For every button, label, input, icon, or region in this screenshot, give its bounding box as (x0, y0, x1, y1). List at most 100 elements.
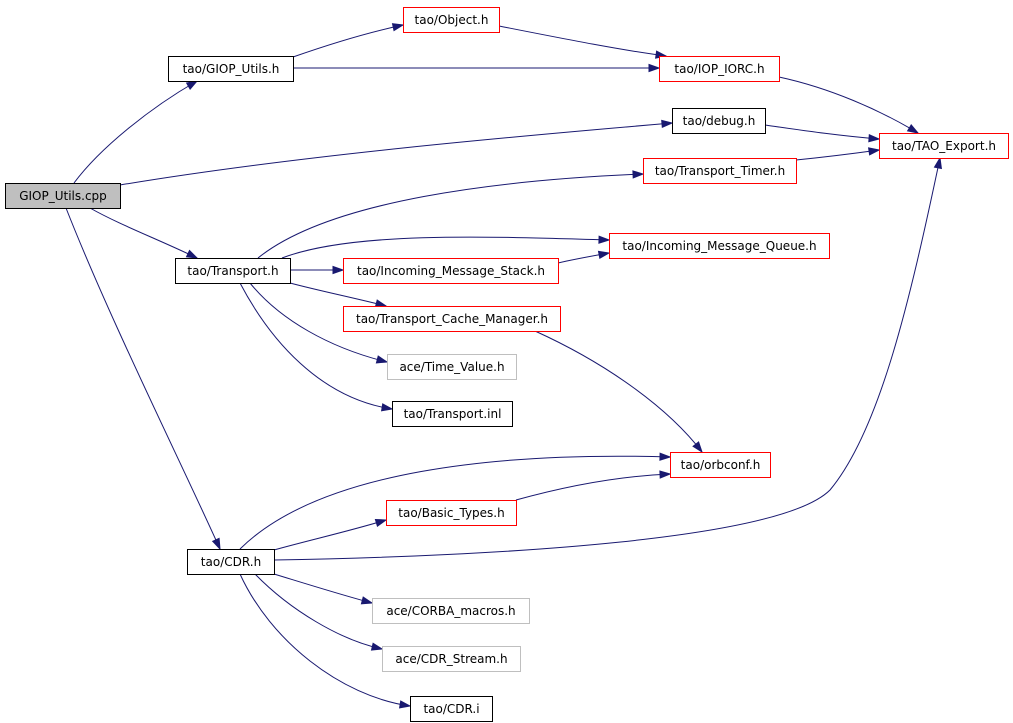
edge-arrowhead (375, 355, 389, 364)
node-basic-types-h[interactable]: tao/Basic_Types.h (386, 500, 517, 526)
edge-arrowhead (398, 700, 412, 709)
node-incoming-message-stack-h[interactable]: tao/Incoming_Message_Stack.h (343, 258, 559, 284)
node-box (343, 258, 559, 284)
node-label: tao/Incoming_Message_Stack.h (357, 264, 545, 278)
node-cdr-stream-h[interactable]: ace/CDR_Stream.h (382, 646, 521, 672)
edge-arrowhead (597, 250, 611, 259)
edge-arrowhead (906, 124, 920, 134)
node-cdr-h[interactable]: tao/CDR.h (187, 549, 275, 575)
edge-transport_h-to-incoming_message_queue_h (281, 235, 611, 259)
edge-line (239, 455, 671, 550)
edge-line (119, 122, 673, 186)
edge-cdr_h-to-cdr_i (239, 573, 412, 709)
edge-cdr_h-to-basic_types_h (273, 518, 388, 551)
edge-arrowhead (374, 518, 388, 528)
edge-giop_utils_cpp-to-debug_h (119, 119, 674, 186)
node-label: tao/Object.h (415, 13, 489, 27)
edge-line (273, 157, 941, 561)
node-corba-macros-h[interactable]: ace/CORBA_macros.h (372, 598, 530, 624)
edge-arrowhead (659, 452, 672, 461)
edge-line (292, 24, 404, 58)
edge-transport_h-to-transport_cache_manager_h (289, 282, 388, 308)
edge-giop_utils_cpp-to-transport_h (89, 207, 199, 259)
node-label: tao/Transport.h (187, 264, 278, 278)
node-giop-utils-cpp[interactable]: GIOP_Utils.cpp (5, 183, 121, 209)
edge-line (281, 236, 610, 259)
node-box (187, 549, 275, 575)
node-incoming-message-queue-h[interactable]: tao/Incoming_Message_Queue.h (609, 233, 830, 259)
node-box (643, 158, 797, 184)
edge-arrowhead (370, 642, 384, 651)
edge-line (239, 573, 411, 707)
node-label: tao/Transport_Cache_Manager.h (356, 312, 548, 326)
node-box (403, 7, 500, 33)
edge-arrowhead (661, 119, 674, 129)
edge-arrowhead (933, 156, 942, 170)
node-label: tao/Basic_Types.h (398, 506, 504, 520)
edge-arrowhead (692, 441, 703, 454)
edge-arrowhead (632, 170, 645, 179)
edge-line (273, 519, 387, 551)
node-debug-h[interactable]: tao/debug.h (672, 108, 766, 134)
edge-arrowhead (391, 23, 405, 32)
node-iop-iorc-h[interactable]: tao/IOP_IORC.h (659, 56, 780, 82)
edge-arrowhead (380, 403, 394, 412)
node-label: tao/Incoming_Message_Queue.h (622, 239, 816, 253)
node-box (168, 56, 294, 82)
edge-giop_utils_h-to-iop_iorc_h (293, 63, 661, 73)
node-label: tao/CDR.h (201, 555, 261, 569)
node-tao-export-h[interactable]: tao/TAO_Export.h (879, 133, 1009, 159)
edge-cdr_h-to-orbconf_h (239, 452, 672, 550)
edge-incoming_message_stack_h-to-incoming_message_queue_h (557, 250, 611, 264)
edge-arrowhead (648, 63, 661, 73)
edge-cdr_h-to-tao_export_h (273, 156, 942, 561)
node-box (343, 306, 561, 332)
node-orbconf-h[interactable]: tao/orbconf.h (670, 452, 771, 478)
node-label: tao/GIOP_Utils.h (183, 62, 280, 76)
node-label: GIOP_Utils.cpp (19, 189, 107, 203)
edge-line (289, 282, 387, 307)
edge-line (249, 282, 388, 363)
node-label: tao/Transport_Timer.h (655, 164, 785, 178)
node-box (609, 233, 830, 259)
edge-transport_cache_manager_h-to-orbconf_h (534, 330, 703, 454)
edge-arrowhead (211, 537, 221, 551)
edge-transport_h-to-incoming_message_stack_h (290, 265, 345, 275)
node-box (659, 56, 780, 82)
edge-iop_iorc_h-to-tao_export_h (778, 76, 920, 134)
edge-arrowhead (868, 147, 881, 156)
node-box (372, 598, 530, 624)
node-box (382, 646, 521, 672)
node-box (670, 452, 771, 478)
node-box (5, 183, 121, 209)
node-transport-timer-h[interactable]: tao/Transport_Timer.h (643, 158, 797, 184)
node-box (879, 133, 1009, 159)
edge-line (515, 473, 671, 501)
edge-line (273, 573, 373, 604)
node-label: tao/CDR.i (423, 702, 479, 716)
node-object-h[interactable]: tao/Object.h (403, 7, 500, 33)
edge-transport_h-to-time_value_h (249, 282, 389, 364)
node-time-value-h[interactable]: ace/Time_Value.h (387, 354, 517, 380)
edge-basic_types_h-to-orbconf_h (515, 470, 672, 501)
node-box (175, 258, 291, 284)
edge-giop_utils_cpp-to-giop_utils_h (73, 80, 199, 184)
edge-transport_h-to-transport_timer_h (257, 170, 645, 259)
edge-line (498, 25, 667, 57)
node-transport-inl[interactable]: tao/Transport.inl (392, 401, 513, 427)
edge-arrowhead (374, 299, 388, 308)
node-transport-cache-manager-h[interactable]: tao/Transport_Cache_Manager.h (343, 306, 561, 332)
node-giop-utils-h[interactable]: tao/GIOP_Utils.h (168, 56, 294, 82)
edge-line (239, 282, 393, 410)
edge-cdr_h-to-cdr_stream_h (254, 573, 384, 651)
node-label: ace/Time_Value.h (399, 360, 504, 374)
edge-line (257, 173, 644, 259)
edge-object_h-to-iop_iorc_h (498, 25, 668, 59)
edge-line (254, 573, 383, 650)
node-cdr-i[interactable]: tao/CDR.i (410, 696, 493, 722)
edge-arrowhead (659, 470, 672, 479)
edge-line (65, 207, 221, 550)
edge-debug_h-to-tao_export_h (764, 124, 881, 143)
node-transport-h[interactable]: tao/Transport.h (175, 258, 291, 284)
node-box (392, 401, 513, 427)
